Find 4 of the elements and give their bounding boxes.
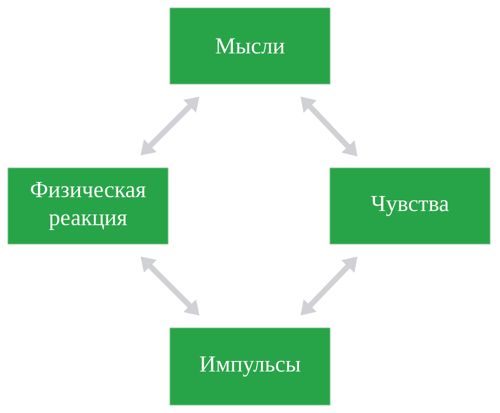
process-box: Чувства [330, 168, 490, 244]
process-box: Физическая реакция [8, 168, 168, 244]
process-box: Импульсы [170, 328, 330, 406]
process-box: Мысли [170, 8, 330, 84]
